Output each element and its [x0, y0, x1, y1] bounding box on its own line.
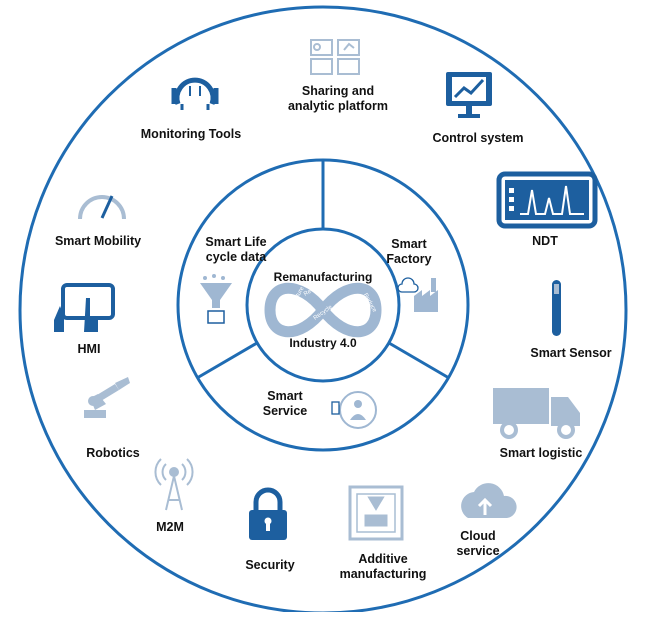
- sector-label-lifecycle: Smart Life cycle data: [205, 235, 267, 264]
- truck-icon: [493, 388, 580, 439]
- gauge-icon: [78, 195, 126, 220]
- label-logistic: Smart logistic: [499, 446, 583, 460]
- touch-tablet-icon: [54, 283, 115, 332]
- 3d-printer-icon: [348, 485, 404, 541]
- cloud-upload-icon: [461, 483, 517, 518]
- divider-left: [196, 341, 258, 380]
- label-m2m: M2M: [156, 520, 184, 534]
- dashboard-icon: [310, 39, 360, 75]
- robot-arm-icon: [84, 377, 130, 418]
- label-security: Security: [245, 558, 295, 572]
- label-sensor: Smart Sensor: [530, 346, 612, 360]
- label-cloud: Cloud service: [456, 529, 500, 558]
- label-monitoring: Monitoring Tools: [140, 127, 242, 141]
- sector-label-service: Smart Service: [262, 389, 308, 418]
- sensor-probe-icon: [552, 280, 561, 336]
- label-mobility: Smart Mobility: [54, 234, 142, 248]
- funnel-data-icon: [200, 274, 232, 324]
- label-hmi: HMI: [77, 342, 101, 356]
- label-additive: Additive manufacturing: [339, 552, 427, 581]
- factory-icon: [397, 277, 438, 312]
- antenna-icon: [154, 458, 194, 511]
- monitor-chart-icon: [446, 72, 492, 118]
- sector-label-factory: Smart Factory: [386, 237, 432, 266]
- padlock-icon: [249, 487, 287, 540]
- label-control: Control system: [432, 131, 524, 145]
- core-subtitle: Industry 4.0: [289, 336, 357, 350]
- divider-right: [388, 341, 450, 380]
- core-title: Remanufacturing: [273, 270, 373, 284]
- label-sharing: Sharing and analytic platform: [287, 84, 389, 113]
- waveform-icon: [496, 171, 598, 229]
- monitoring-tool-icon: [171, 77, 219, 110]
- label-ndt: NDT: [532, 234, 558, 248]
- label-robotics: Robotics: [86, 446, 140, 460]
- service-person-icon: [331, 391, 377, 429]
